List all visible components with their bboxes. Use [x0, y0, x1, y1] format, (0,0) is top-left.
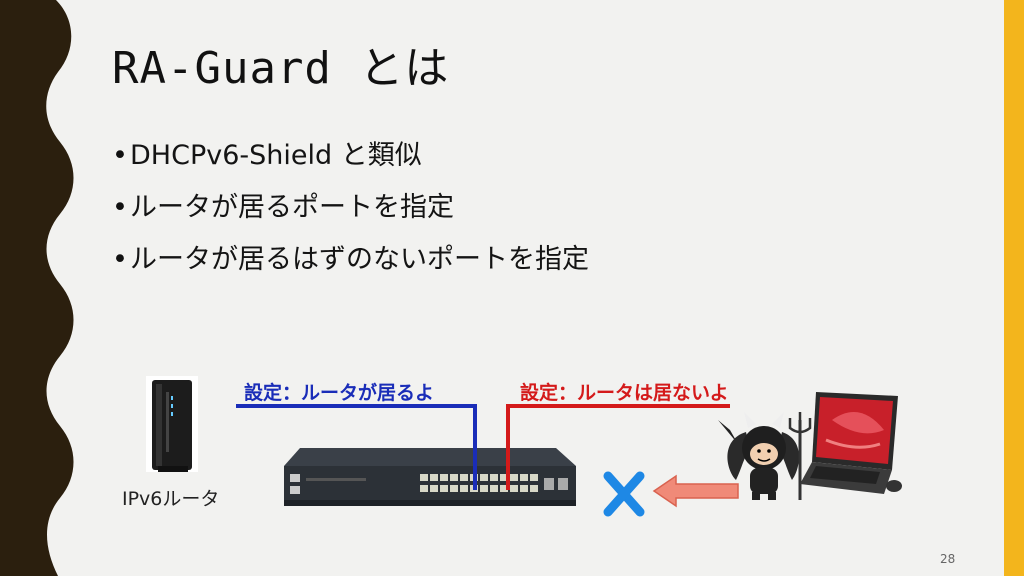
- blue-config-line: [236, 404, 477, 490]
- laptop-image: [800, 392, 902, 494]
- devil-icon: [718, 412, 812, 500]
- switch-image: [284, 448, 576, 506]
- bullet-item: •ルータが居るポートを指定: [112, 192, 454, 223]
- slide-title: RA-Guard とは: [112, 43, 450, 94]
- bullet-item: •DHCPv6-Shield と類似: [112, 140, 422, 171]
- router-image: [146, 376, 198, 472]
- left-decorative-band: [0, 0, 74, 576]
- red-config-line: [506, 404, 730, 490]
- right-accent-strip: [1004, 0, 1024, 576]
- bullet-list: •DHCPv6-Shield と類似 •ルータが居るポートを指定 •ルータが居る…: [112, 132, 589, 288]
- no-router-port-config-label: 設定：ルータは居ないよ: [520, 382, 729, 404]
- bullet-item: •ルータが居るはずのないポートを指定: [112, 244, 589, 275]
- arrow-icon: [652, 474, 739, 508]
- cross-icon: [603, 471, 645, 517]
- router-port-config-label: 設定：ルータが居るよ: [244, 382, 435, 404]
- router-caption: IPv6ルータ: [122, 488, 220, 510]
- page-number: 28: [940, 552, 956, 566]
